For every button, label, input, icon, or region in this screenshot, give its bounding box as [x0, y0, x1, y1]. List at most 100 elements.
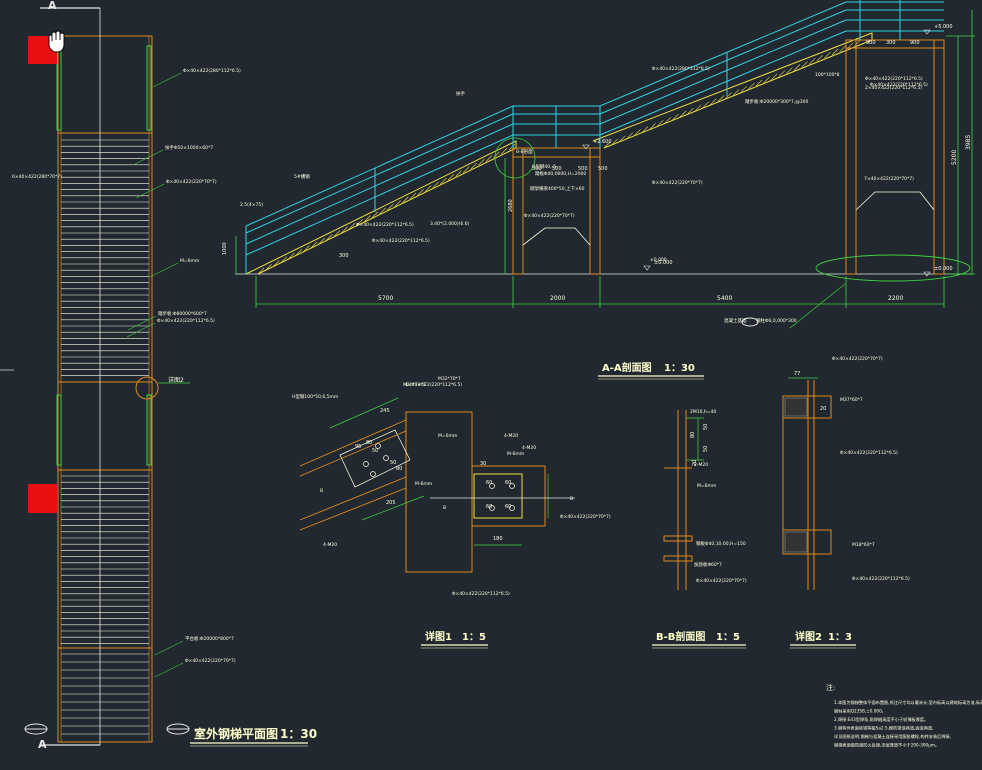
detail2-title: 详图2 — [795, 630, 822, 643]
lower-tread — [280, 256, 288, 263]
detail2-note: Φ×40×422(220*112*6.5) — [840, 450, 898, 456]
small-dim: 300 — [886, 40, 896, 46]
lower-tread — [303, 245, 310, 252]
notes-line: 详见图纸说明,钢梯与混凝土连接采用膨胀螺栓,构件安装后焊接, — [834, 733, 951, 740]
small-dim: 300 — [339, 253, 349, 259]
detail1-note: 4-M20 — [522, 445, 536, 451]
level-triangle-icon — [923, 271, 931, 277]
lower-tread — [440, 177, 447, 185]
lower-tread — [493, 151, 500, 158]
lower-tread — [364, 215, 371, 222]
aa-title: A-A剖面图 — [602, 361, 652, 374]
bb-dim: 80 — [690, 432, 696, 438]
detail1-dim: 80 — [366, 440, 372, 446]
notes-line: 3.钢构件表面除锈等级Sa2.5,刷防锈漆两道,面漆两道, — [834, 725, 933, 732]
leader-line — [149, 262, 179, 278]
plan-view: A A 详图2 室外钢梯平面图 1：30 — [24, 0, 317, 751]
upper-tread — [793, 64, 801, 71]
lower-tread — [500, 147, 508, 155]
upper-tread — [770, 73, 778, 81]
detail1-dim: 50 — [372, 448, 378, 454]
lower-tread — [409, 192, 417, 200]
dim-4: 2200 — [888, 295, 903, 302]
upper-tread — [611, 138, 618, 146]
upper-tread — [808, 58, 816, 65]
small-dim: 900 — [910, 40, 920, 46]
elevation-note: Φ×40×422(220*112*6.5) — [356, 222, 414, 228]
detail1-dim: 50 — [390, 460, 396, 466]
elevation-note: 100*100*8 — [815, 72, 840, 78]
upper-tread — [626, 132, 634, 139]
dim-1: 5700 — [378, 295, 393, 302]
lower-tread — [341, 226, 348, 233]
upper-tread — [603, 141, 611, 149]
elevation-note: Φ×40×422(220*70*7) — [524, 213, 575, 219]
detail2-scale: 1：3 — [828, 632, 852, 643]
leader-line — [127, 315, 157, 331]
upper-tread — [748, 82, 755, 90]
bb-note: 2-M20 — [694, 462, 708, 468]
elevation-mark: +5.000 — [934, 24, 953, 30]
elevation-note: 2×40×422(220*112*6.5) — [865, 85, 922, 91]
lower-tread — [386, 204, 394, 211]
upper-tread — [831, 48, 839, 56]
detail1-note: Φ×40×422(220*70*7) — [560, 514, 611, 520]
plan-note: Φ×40×422(280*112*6.5) — [183, 68, 241, 74]
elevation-note: Φ×40×422(220*70*7) — [652, 180, 703, 186]
upper-tread — [702, 101, 710, 108]
lower-tread — [478, 159, 485, 166]
elevation-note: B-B剖面 — [516, 148, 533, 155]
detail1-dim: 60 — [486, 480, 492, 486]
small-dim: 500 — [598, 166, 608, 172]
detail2-note: M18*60*7 — [852, 542, 875, 548]
vdim-2: 3985 — [965, 135, 972, 150]
elevation-note: 钢柱Φ6,0,000*300 — [756, 317, 797, 324]
detail2-callout: 详图2 — [168, 376, 184, 384]
lower-tread — [326, 234, 333, 241]
upper-tread — [656, 120, 664, 127]
detail1-note: 4×40×422(220*112*6.5) — [405, 382, 462, 388]
upper-tread — [763, 76, 770, 84]
leader-line — [152, 72, 182, 88]
detail1-dim: 60 — [505, 504, 511, 510]
lower-tread — [432, 181, 440, 188]
lower-tread — [417, 189, 424, 196]
upper-tread — [672, 113, 679, 121]
plan-note: Φ×40×422(220*70*7) — [166, 179, 217, 185]
notes-line: 1.本图为钢梯整体平面布置图,所注尺寸均以毫米计,室内标高以建筑标高为准,标高单… — [834, 699, 982, 706]
detail1-dim: 80 — [396, 466, 402, 472]
small-dim: 2680 — [508, 199, 514, 212]
lower-tread — [508, 144, 516, 151]
level-symbol-left — [24, 723, 48, 735]
plan-note: M=6mm — [180, 258, 199, 264]
upper-tread — [649, 123, 656, 130]
hand-pan-icon[interactable] — [48, 30, 65, 53]
detail1-note: M-6mm — [415, 481, 432, 487]
lower-tread — [485, 155, 493, 162]
upper-tread — [694, 104, 702, 112]
upper-tread — [824, 51, 831, 59]
level-triangle-icon — [582, 144, 590, 150]
elevation-note: 踏步板:Φ20000*300*7,@300 — [745, 98, 808, 105]
lower-tread — [272, 260, 280, 267]
lower-tread — [295, 249, 303, 256]
elevation-note: Φ×40×422(280*112*6.5) — [652, 66, 710, 72]
lower-tread — [288, 252, 295, 260]
detail1-title: 详图1 — [425, 630, 452, 643]
detail2-note: Φ×40×422(220*112*6.5) — [852, 576, 910, 582]
notes-line: 2.焊接:E43型焊条,角焊缝高度不小于较薄板厚度。 — [834, 716, 928, 723]
lower-tread — [402, 196, 409, 203]
leader-line — [154, 662, 184, 678]
small-dim: 500 — [532, 166, 542, 172]
detail1-note: 4-M20 — [323, 542, 337, 548]
detail1-dim: 95 — [355, 444, 361, 450]
small-dim: 900 — [866, 40, 876, 46]
detail1-note: Φ×40×422(220*112*6.5) — [452, 591, 510, 597]
bb-note: 2M16,h=40 — [690, 409, 716, 415]
level-triangle-icon — [923, 29, 931, 35]
bb-note: 钢板Φ40,10.00,H=150 — [696, 540, 746, 547]
leader-line — [154, 640, 184, 656]
leader-line — [135, 183, 165, 199]
bb-dim: 50 — [703, 446, 709, 452]
